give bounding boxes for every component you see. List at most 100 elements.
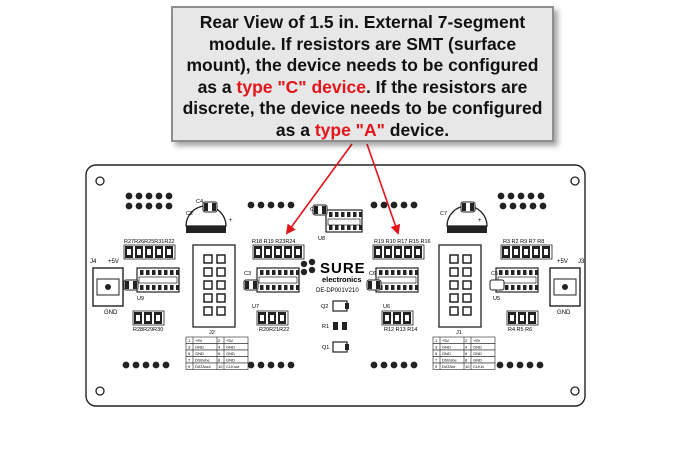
ic-pin bbox=[152, 270, 156, 275]
resistor-pad bbox=[276, 249, 280, 255]
ic-pin bbox=[511, 270, 515, 275]
pad-dot bbox=[527, 192, 535, 200]
pin-number: 5 bbox=[188, 351, 191, 356]
pad-dot bbox=[370, 201, 378, 209]
pin-name: GND bbox=[226, 345, 235, 350]
ic-pin bbox=[329, 212, 333, 217]
capacitor-pad bbox=[368, 281, 372, 289]
header-pin bbox=[462, 293, 472, 303]
ic-pin bbox=[260, 270, 264, 275]
pad-dot bbox=[370, 361, 378, 369]
connector-label-5v-left: +5V bbox=[108, 259, 119, 265]
ic-pin bbox=[284, 285, 288, 290]
pin-number: 10 bbox=[465, 364, 470, 369]
resistor-label-bottom-mid-left: R20R21R22 bbox=[259, 327, 289, 333]
ic-pin bbox=[535, 270, 539, 275]
pad-dot bbox=[132, 361, 140, 369]
pad-dot bbox=[145, 202, 153, 210]
ic-pin bbox=[385, 285, 389, 290]
ic-pin bbox=[140, 270, 144, 275]
connector-label-gnd-right: GND bbox=[557, 310, 571, 316]
ic-pin bbox=[146, 270, 150, 275]
ic-pin bbox=[415, 270, 419, 275]
pad-dot bbox=[380, 361, 388, 369]
ic-pin bbox=[403, 285, 407, 290]
pad-dot bbox=[509, 202, 517, 210]
pin-number: 2 bbox=[465, 338, 468, 343]
pad-dot bbox=[516, 361, 524, 369]
callout-line: as a type "A" device. bbox=[173, 120, 552, 142]
right-power-connector: J3 +5V GND bbox=[549, 259, 585, 316]
header-pin bbox=[449, 254, 459, 264]
ic-pin bbox=[278, 270, 282, 275]
capacitor-pad bbox=[322, 206, 326, 214]
resistor-label-bottom-mid-right: R12 R13 R14 bbox=[384, 327, 417, 333]
callout-segment: module. If resistors are SMT (surface bbox=[208, 33, 517, 54]
pad-dot bbox=[536, 361, 544, 369]
pad-dot bbox=[529, 202, 537, 210]
capacitor-pad bbox=[470, 203, 474, 211]
resistor-pad bbox=[157, 249, 161, 255]
callout-line: discrete, the device needs to be configu… bbox=[173, 98, 552, 120]
ic-pin bbox=[278, 285, 282, 290]
header-pin bbox=[203, 254, 213, 264]
pad-dot bbox=[247, 361, 255, 369]
ic-pin bbox=[379, 270, 383, 275]
cap-label-c2: C2 bbox=[186, 211, 193, 217]
arrow-right bbox=[366, 143, 401, 235]
header-pin bbox=[216, 267, 226, 277]
pad-dot bbox=[145, 192, 153, 200]
pad-dot bbox=[410, 361, 418, 369]
resistor-pad bbox=[266, 249, 270, 255]
header-pin bbox=[462, 280, 472, 290]
transistor-label-q2: Q2 bbox=[321, 304, 328, 310]
pin-number: 4 bbox=[218, 345, 221, 350]
ic-pin bbox=[341, 212, 345, 217]
pad-dot bbox=[165, 192, 173, 200]
resistor-pad bbox=[385, 315, 389, 321]
pin-number: 3 bbox=[435, 345, 438, 350]
left-power-connector: J4 +5V GND bbox=[90, 259, 124, 316]
header-j1: J1 bbox=[438, 244, 482, 336]
cap-label-c6: C6 bbox=[369, 271, 376, 277]
resistor-label-top-mid-right: R19 R10 R17 R15 R16 bbox=[374, 239, 431, 245]
pad-dot bbox=[135, 192, 143, 200]
ic-pin bbox=[403, 270, 407, 275]
resistor-pad bbox=[406, 249, 410, 255]
pad-dot bbox=[162, 361, 170, 369]
ic-pin bbox=[146, 285, 150, 290]
pad-dot bbox=[526, 361, 534, 369]
pad-dot bbox=[380, 201, 388, 209]
logo-part-number: DE-DP001V210 bbox=[316, 288, 359, 294]
resistor-pad bbox=[514, 249, 518, 255]
callout-line: mount), the device needs to be configure… bbox=[173, 55, 552, 77]
ic-label: U6 bbox=[383, 304, 390, 310]
ic-pin bbox=[529, 285, 533, 290]
callout-segment: Rear View of 1.5 in. External 7-segment bbox=[199, 12, 526, 32]
pin-name: GND bbox=[473, 358, 482, 363]
ic-pin bbox=[391, 285, 395, 290]
pad-dot bbox=[125, 202, 133, 210]
ic-pin bbox=[260, 285, 264, 290]
resistor-pad bbox=[405, 315, 409, 321]
pad-dot bbox=[277, 201, 285, 209]
segment-pad-rows bbox=[122, 192, 547, 369]
header-pin bbox=[203, 293, 213, 303]
pin-name: CLKout bbox=[226, 364, 240, 369]
resistor-pad bbox=[280, 315, 284, 321]
resistor-pad bbox=[296, 249, 300, 255]
pin-number: 1 bbox=[188, 338, 191, 343]
mounting-hole bbox=[570, 176, 580, 186]
pad-dot bbox=[287, 361, 295, 369]
ic-pin bbox=[535, 285, 539, 290]
header-pin bbox=[449, 293, 459, 303]
ic-pin bbox=[284, 270, 288, 275]
ic-label: U9 bbox=[137, 296, 144, 302]
connector-label-gnd-left: GND bbox=[104, 310, 118, 316]
pin-name: DStrobe bbox=[195, 358, 210, 363]
pin-name: CLKin bbox=[473, 364, 484, 369]
ic-pin bbox=[385, 270, 389, 275]
